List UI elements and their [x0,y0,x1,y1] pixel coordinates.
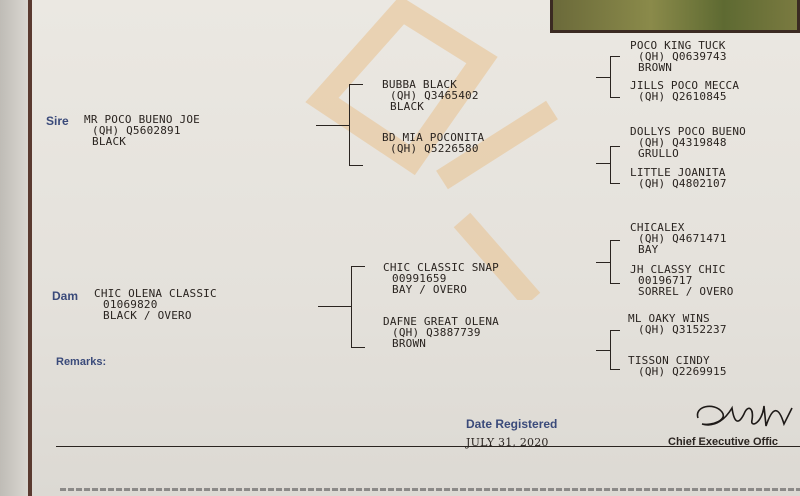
gen3-bracket-1-top [610,56,620,57]
dam-dam-reg: (QH) Q3887739 [392,326,481,339]
sss-reg: (QH) Q0639743 [638,50,727,63]
dam-bracket [351,266,352,348]
sire-name: MR POCO BUENO JOE [84,113,200,126]
gen3-connector-4 [596,350,610,351]
date-registered-value: JULY 31, 2020 [466,436,549,449]
gen3-bracket-3-bottom [610,283,620,284]
sire-bracket-bottom [349,165,363,166]
gen3-bracket-2-bottom [610,183,620,184]
ddd-name: TISSON CINDY [628,354,710,367]
horse-photo [550,0,800,33]
sire-bracket [349,84,350,166]
dam-sire-color: BAY / OVERO [392,283,468,296]
dam-color: BLACK / OVERO [103,309,192,322]
sds-color: GRULLO [638,147,679,160]
dam-sire-name: CHIC CLASSIC SNAP [383,261,499,274]
sds-name: DOLLYS POCO BUENO [630,125,746,138]
sire-reg: (QH) Q5602891 [92,124,181,137]
gen3-connector-2 [596,163,610,164]
sire-sire-name: BUBBA BLACK [382,78,458,91]
dam-dam-name: DAFNE GREAT OLENA [383,315,499,328]
dam-bracket-top [351,266,365,267]
sire-dam-name: BD MIA POCONITA [382,131,485,144]
ssd-reg: (QH) Q2610845 [638,90,727,103]
fine-print [60,488,800,491]
sire-bracket-top [349,84,363,85]
gen3-connector-1 [596,77,610,78]
sss-color: BROWN [638,61,673,74]
sire-sire-reg: (QH) Q3465402 [390,89,479,102]
dsd-reg: 00196717 [638,274,693,287]
sire-dam-reg: (QH) Q5226580 [390,142,479,155]
date-registered-label: Date Registered [466,417,558,431]
gen3-bracket-4-bottom [610,369,620,370]
dss-color: BAY [638,243,659,256]
dam-connector [318,306,352,307]
signature [696,405,793,427]
gen3-connector-3 [596,262,610,263]
footer-rule [56,446,800,447]
dam-reg: 01069820 [103,298,158,311]
sdd-reg: (QH) Q4802107 [638,177,727,190]
dsd-name: JH CLASSY CHIC [630,263,726,276]
dds-name: ML OAKY WINS [628,312,710,325]
gen3-bracket-1-bottom [610,97,620,98]
sire-sire-color: BLACK [390,100,425,113]
dds-reg: (QH) Q3152237 [638,323,727,336]
sire-connector [316,125,350,126]
ceo-label: Chief Executive Offic [668,436,779,448]
remarks-label: Remarks: [56,356,107,368]
sdd-name: LITTLE JOANITA [630,166,726,179]
sds-reg: (QH) Q4319848 [638,136,727,149]
left-margin [0,0,26,496]
dss-name: CHICALEX [630,221,685,234]
dam-sire-reg: 00991659 [392,272,447,285]
dsd-color: SORREL / OVERO [638,285,734,298]
gen3-bracket-3 [610,240,611,284]
gen3-bracket-2 [610,146,611,184]
gen3-bracket-3-top [610,240,620,241]
gen3-bracket-4 [610,330,611,370]
dam-bracket-bottom [351,347,365,348]
dss-reg: (QH) Q4671471 [638,232,727,245]
gen3-bracket-2-top [610,146,620,147]
ddd-reg: (QH) Q2269915 [638,365,727,378]
sire-label: Sire [46,114,69,128]
gen3-bracket-4-top [610,330,620,331]
sss-name: POCO KING TUCK [630,39,726,52]
dam-dam-color: BROWN [392,337,427,350]
gen3-bracket-1 [610,56,611,98]
pedigree-certificate [28,0,800,496]
dam-name: CHIC OLENA CLASSIC [94,287,217,300]
sire-color: BLACK [92,135,127,148]
dam-label: Dam [52,289,79,303]
ssd-name: JILLS POCO MECCA [630,79,740,92]
